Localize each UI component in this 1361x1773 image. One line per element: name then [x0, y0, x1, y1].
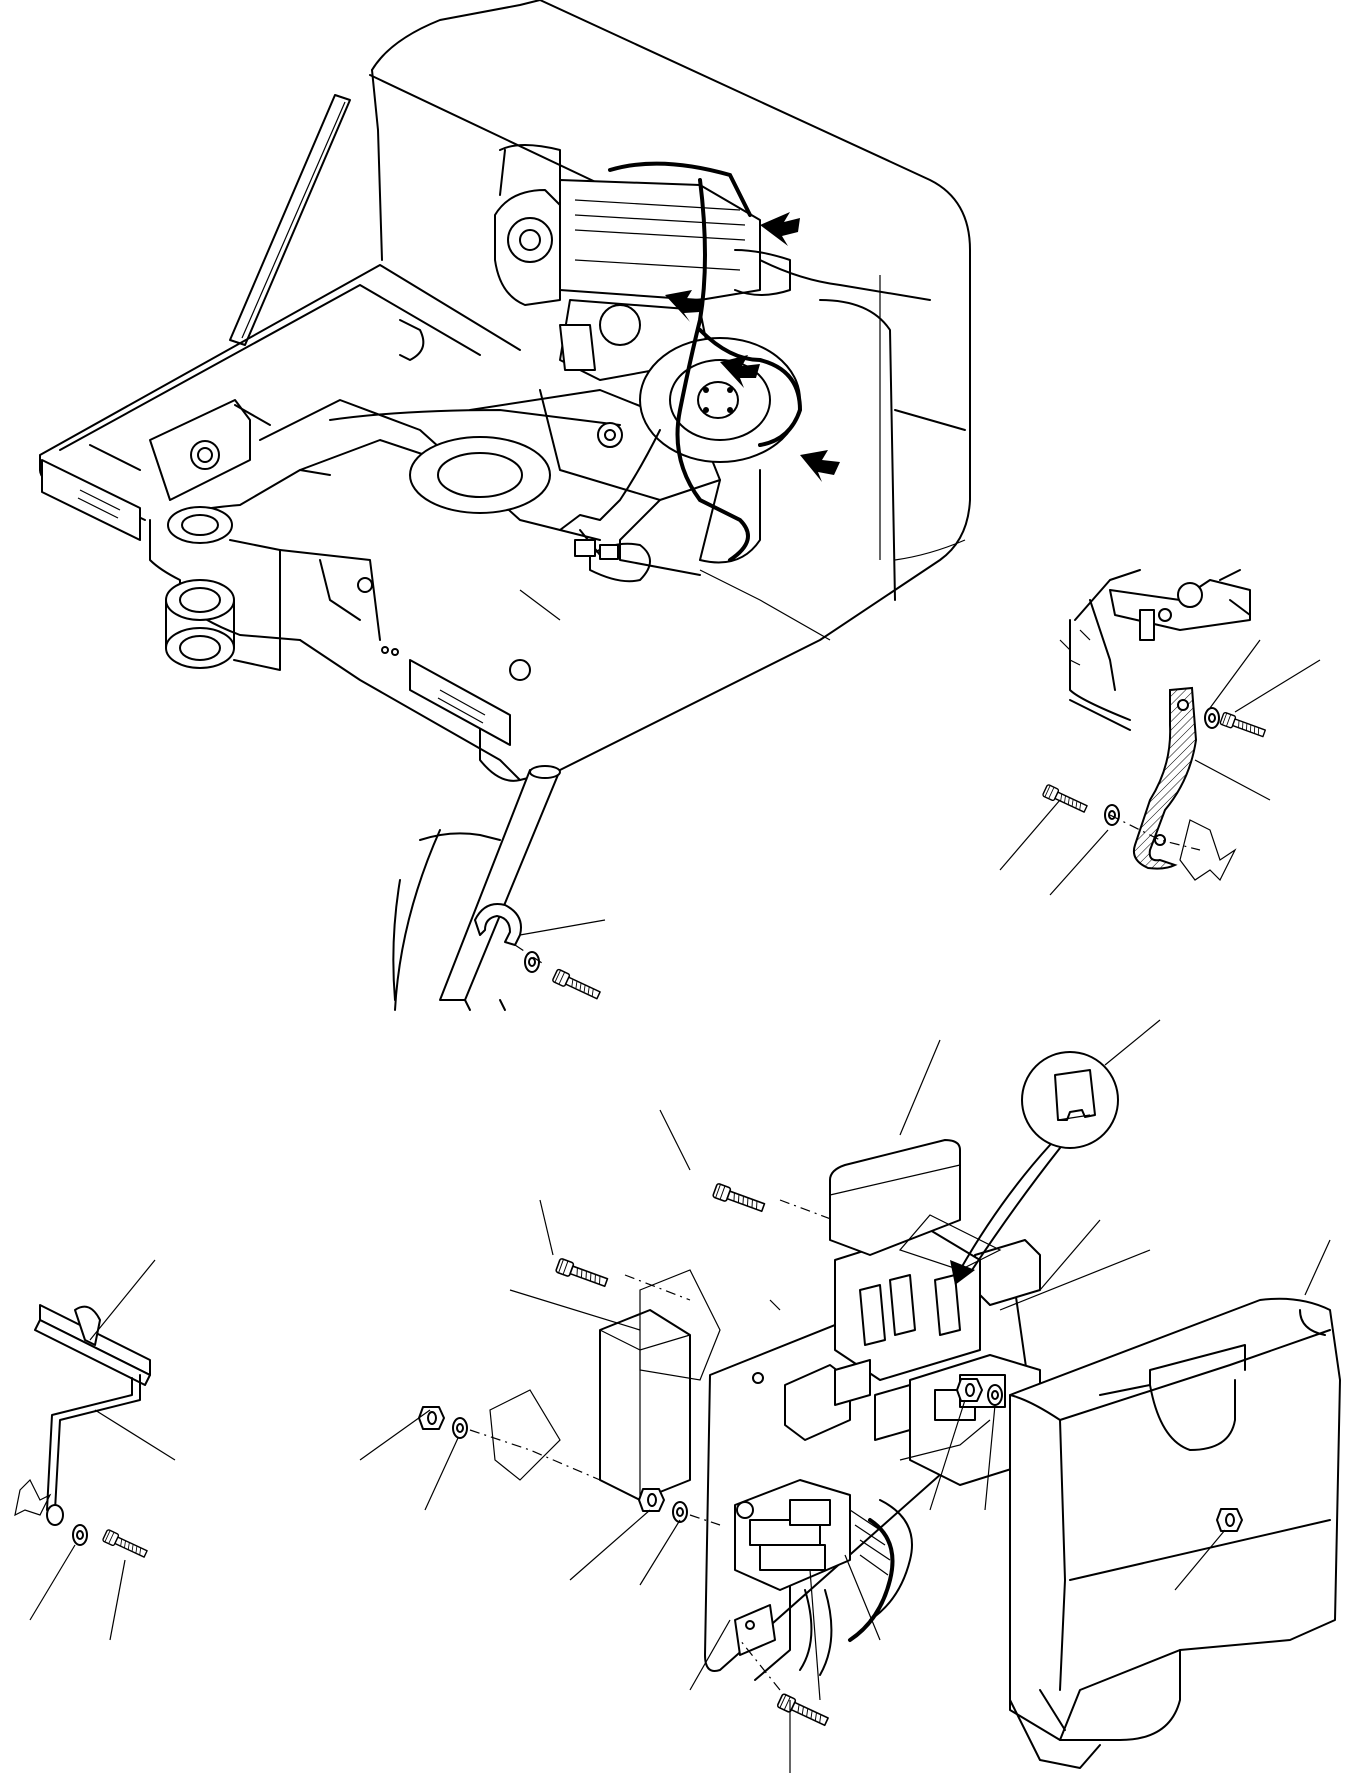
fuse-relay-box — [359, 1109, 1151, 1773]
box-cover — [1009, 1239, 1341, 1769]
location-arrow — [760, 212, 800, 246]
harness-clamp-detail — [392, 765, 606, 1011]
left-clamp-detail — [14, 1259, 176, 1641]
engine-assembly — [494, 144, 803, 576]
ground-strap — [1132, 686, 1198, 870]
location-arrow — [800, 450, 840, 482]
location-arrow — [720, 355, 760, 388]
harness-clamp — [474, 903, 522, 946]
excavator-upper-frame — [39, 0, 971, 782]
location-arrow — [665, 290, 704, 322]
fuse-cover — [829, 1039, 961, 1256]
ground-strap-detail — [999, 569, 1321, 896]
fuse-detail — [950, 1019, 1161, 1285]
